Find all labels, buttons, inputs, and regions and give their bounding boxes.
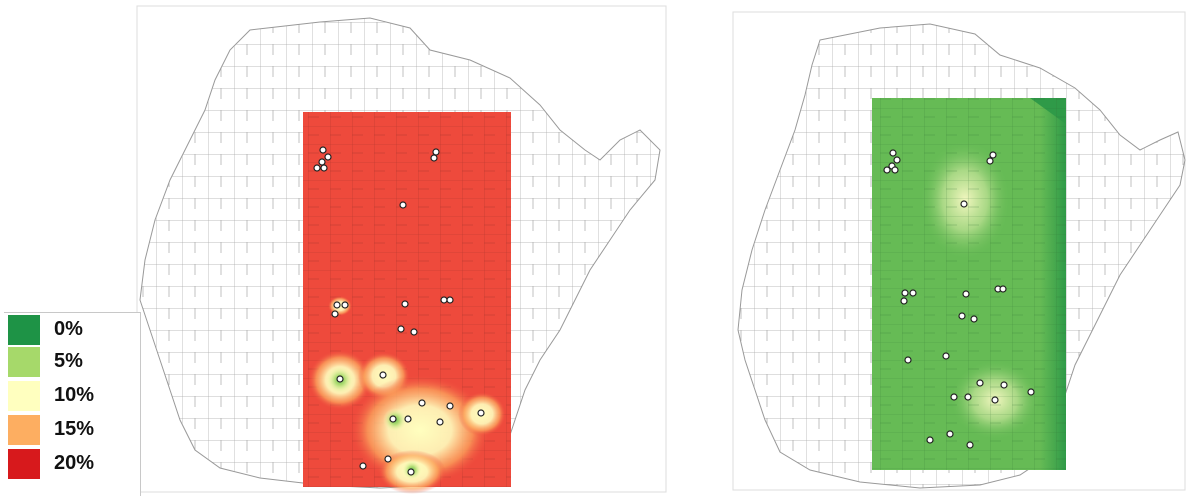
- right-sample-point: [991, 396, 999, 404]
- left-sample-point: [407, 468, 415, 476]
- left-sample-point: [477, 409, 485, 417]
- legend: 0% 5% 10% 15% 20%: [4, 312, 141, 496]
- left-sample-point: [318, 158, 326, 166]
- legend-item-4: 20%: [8, 449, 138, 479]
- legend-label: 5%: [54, 350, 83, 372]
- left-sample-points: [313, 146, 485, 476]
- left-sample-point: [359, 462, 367, 470]
- right-sample-point: [904, 356, 912, 364]
- right-sample-point: [964, 393, 972, 401]
- legend-swatch: [8, 347, 40, 377]
- right-sample-point: [901, 289, 909, 297]
- right-sample-point: [889, 149, 897, 157]
- legend-swatch: [8, 315, 40, 345]
- right-sample-point: [950, 393, 958, 401]
- legend-swatch: [8, 449, 40, 479]
- left-sample-point: [430, 154, 438, 162]
- right-sample-point: [946, 430, 954, 438]
- right-sample-point: [958, 312, 966, 320]
- right-sample-point: [926, 436, 934, 444]
- legend-label: 15%: [54, 418, 95, 440]
- left-sample-point: [401, 300, 409, 308]
- right-sample-point: [976, 379, 984, 387]
- left-sample-point: [331, 310, 339, 318]
- left-sample-point: [324, 153, 332, 161]
- right-sample-point: [962, 290, 970, 298]
- left-sample-point: [436, 418, 444, 426]
- left-sample-point: [389, 415, 397, 423]
- right-sample-point: [966, 441, 974, 449]
- left-sample-point: [399, 201, 407, 209]
- right-sample-point: [1027, 388, 1035, 396]
- right-sample-point: [942, 352, 950, 360]
- left-sample-point: [341, 301, 349, 309]
- legend-label: 0%: [54, 318, 83, 340]
- left-sample-point: [333, 301, 341, 309]
- right-map: [732, 11, 1186, 491]
- left-sample-point: [319, 146, 327, 154]
- legend-label: 10%: [54, 384, 95, 406]
- left-sample-point: [418, 399, 426, 407]
- left-sample-point: [379, 371, 387, 379]
- right-sample-point: [999, 285, 1007, 293]
- legend-item-1: 5%: [8, 347, 138, 377]
- right-sample-point: [900, 297, 908, 305]
- legend-swatch: [8, 415, 40, 445]
- legend-label: 20%: [54, 452, 95, 474]
- legend-item-0: 0%: [8, 315, 138, 345]
- right-sample-point: [960, 200, 968, 208]
- left-sample-point: [440, 296, 448, 304]
- left-sample-point: [446, 402, 454, 410]
- left-sample-point: [446, 296, 454, 304]
- right-sample-point: [909, 289, 917, 297]
- right-sample-point: [883, 166, 891, 174]
- right-sample-point: [989, 151, 997, 159]
- right-sample-point: [891, 166, 899, 174]
- left-sample-point: [404, 415, 412, 423]
- right-sample-points: [883, 149, 1035, 449]
- right-boundaries-overlay: [872, 98, 1066, 470]
- left-sample-point: [432, 148, 440, 156]
- right-sample-point: [986, 157, 994, 165]
- left-sample-point: [384, 455, 392, 463]
- legend-item-3: 15%: [8, 415, 138, 445]
- legend-item-2: 10%: [8, 381, 138, 411]
- left-sample-point: [397, 325, 405, 333]
- right-sample-point: [1000, 381, 1008, 389]
- right-map-frame: [732, 11, 1186, 491]
- legend-swatch: [8, 381, 40, 411]
- left-sample-point: [313, 164, 321, 172]
- left-map: [136, 5, 667, 494]
- left-sample-point: [336, 375, 344, 383]
- left-sample-point: [320, 164, 328, 172]
- right-sample-point: [893, 156, 901, 164]
- left-sample-point: [410, 328, 418, 336]
- right-sample-point: [970, 315, 978, 323]
